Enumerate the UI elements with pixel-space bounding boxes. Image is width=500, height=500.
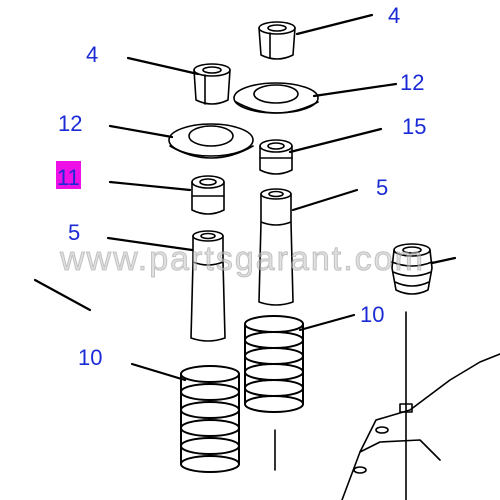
valve-guide-right [258, 188, 294, 306]
callout-5-right: 5 [376, 175, 389, 200]
callout-4-left: 4 [86, 42, 99, 67]
threaded-plug [391, 243, 433, 295]
valve-spring-right [244, 315, 304, 413]
valve-spring-left [180, 365, 240, 473]
leader-lines [33, 13, 457, 382]
spring-retainer-right [233, 82, 319, 114]
valve-guide-left [190, 230, 226, 342]
valve-keeper-top [258, 21, 296, 60]
callout-4-top: 4 [388, 3, 401, 28]
spring-retainer-left [168, 123, 254, 159]
valve-stem-seal-15 [259, 139, 293, 175]
callout-15: 15 [402, 114, 427, 139]
valve-stem-seal-11 [191, 175, 225, 215]
cylinder-head-outline [274, 311, 500, 500]
valve-keeper-left [193, 63, 231, 105]
watermark-text: www.partsgarant.com [60, 240, 425, 279]
callout-12-right: 12 [400, 70, 425, 95]
callout-10-right: 10 [360, 302, 385, 327]
callout-5-left: 5 [68, 220, 81, 245]
callout-12-left: 12 [58, 111, 83, 136]
callout-10-left: 10 [78, 345, 103, 370]
callout-11-highlighted: 11 [56, 161, 81, 190]
